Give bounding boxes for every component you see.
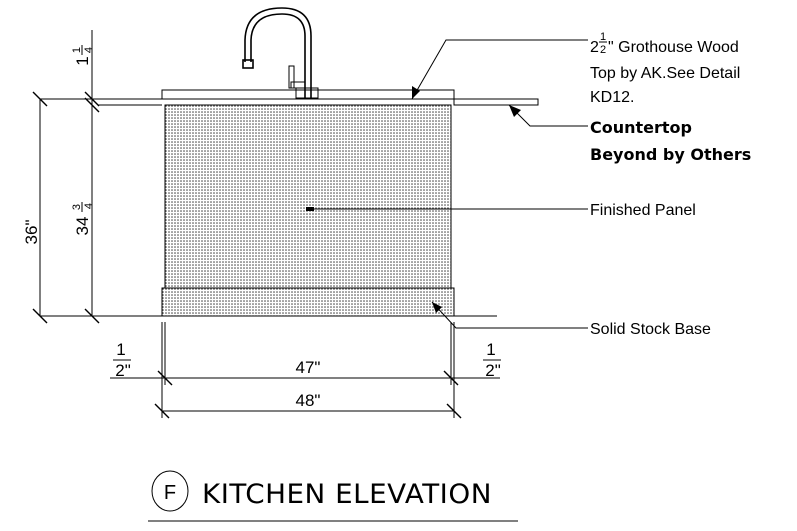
dim-overall-height: 36": [22, 91, 48, 324]
drawing-title: F KITCHEN ELEVATION: [148, 470, 518, 522]
title-label: KITCHEN ELEVATION: [202, 479, 492, 510]
dim-top-num: 1: [71, 47, 83, 53]
svg-text:2: 2: [590, 39, 599, 56]
dim-34-whole: 34: [73, 217, 92, 236]
right-reveal-num: 1: [486, 340, 495, 359]
dim-cabinet-height: 34 3 4: [71, 97, 100, 324]
finished-panel: [164, 104, 452, 289]
countertop-beyond: [453, 98, 539, 106]
note-wood-top: 2 1 2 " Grothouse Wood Top by AK.See Det…: [590, 31, 740, 106]
left-reveal-den: 2": [115, 361, 131, 380]
note-top-rest: " Grothouse Wood: [608, 39, 739, 56]
note-countertop-line1: Countertop: [590, 118, 692, 137]
dim-overall-width: 48": [154, 391, 462, 419]
note-top-line3: KD12.: [590, 89, 634, 106]
dim-34-den: 4: [83, 203, 95, 209]
note-top-den: 2: [600, 44, 606, 56]
right-reveal-den: 2": [485, 361, 501, 380]
dim-left-reveal: 1 2": [113, 340, 131, 380]
faucet: [242, 7, 319, 99]
solid-stock-base: [161, 287, 455, 317]
dim-right-reveal: 1 2": [483, 340, 501, 380]
note-finished-panel: Finished Panel: [590, 202, 696, 219]
dim-47-label: 47": [296, 358, 321, 377]
dim-top-whole: 1: [73, 56, 92, 65]
title-marker: F: [164, 482, 176, 504]
note-top-line2: Top by AK.See Detail: [590, 65, 740, 82]
left-reveal-num: 1: [116, 340, 125, 359]
dim-top-thickness: 1 1 4: [71, 30, 100, 112]
note-top-whole: 2: [590, 39, 599, 56]
note-countertop-line2: Beyond by Others: [590, 145, 751, 164]
title-marker-circle: [151, 470, 189, 512]
dim-cabinet-width: 47": [110, 358, 500, 386]
leader-finished-panel: [306, 207, 588, 211]
leader-wood-top: [411, 39, 588, 100]
wood-top: [161, 89, 455, 100]
note-top-num: 1: [600, 31, 606, 43]
dim-34-num: 3: [71, 204, 83, 210]
note-solid-stock-base: Solid Stock Base: [590, 321, 711, 338]
dim-top-den: 4: [83, 47, 95, 53]
leader-solid-stock-base: [431, 301, 588, 329]
dim-48-label: 48": [296, 391, 321, 410]
leader-countertop: [508, 104, 588, 127]
dim-36-label: 36": [22, 220, 41, 245]
